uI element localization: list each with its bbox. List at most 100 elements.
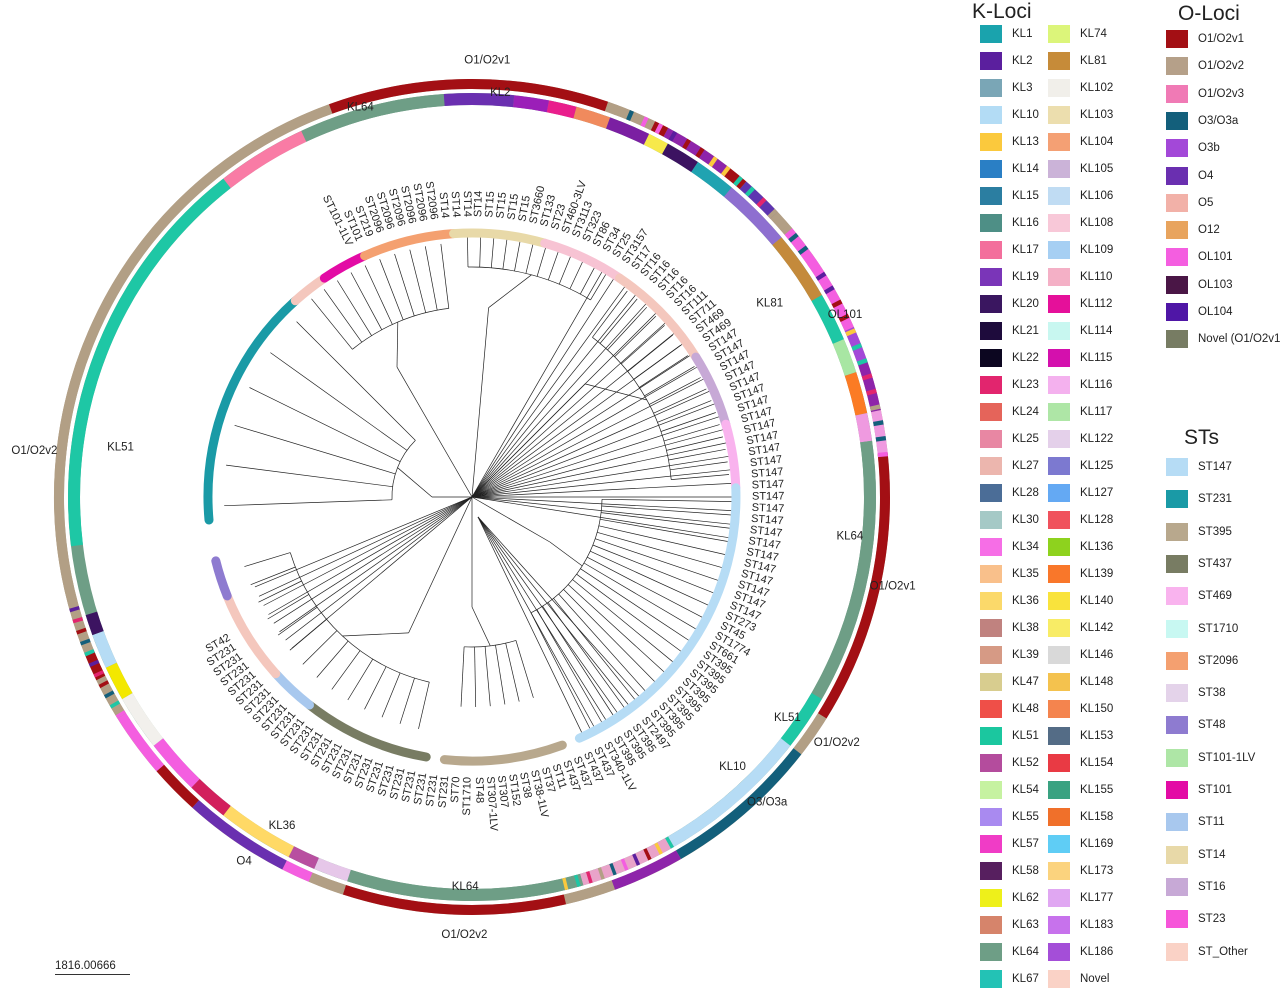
o-locus-ring-segment <box>328 79 609 114</box>
tree-leaf-branch <box>601 512 733 529</box>
tree-long-branch <box>471 333 675 498</box>
k-loci-legend-swatch <box>1048 268 1070 286</box>
k-loci-legend-item: KL74 <box>1048 24 1107 44</box>
k-loci-legend-swatch <box>1048 160 1070 178</box>
k-loci-legend-label: KL115 <box>1080 352 1113 364</box>
tree-arc <box>592 337 672 480</box>
k-loci-legend-label: KL55 <box>1012 811 1039 823</box>
st-tip-label: ST231 <box>424 774 440 808</box>
o-locus-stripe <box>823 285 835 295</box>
k-locus-stripe <box>609 862 617 876</box>
k-loci-legend-item: KL16 <box>980 213 1039 233</box>
tree-leaf-branch <box>607 306 648 351</box>
o-loci-legend-swatch <box>1166 111 1188 130</box>
tree-leaf-branch <box>666 436 723 451</box>
tree-leaf-branch <box>590 550 711 607</box>
tree-long-branch <box>254 496 473 588</box>
k-loci-legend-label: KL104 <box>1080 136 1114 148</box>
k-locus-ring-segment <box>811 440 876 699</box>
k-locus-stripe <box>620 858 629 871</box>
o-locus-stripe <box>869 404 881 411</box>
tip-clade-arc <box>574 483 741 743</box>
tree-leaf-branch <box>224 499 393 507</box>
o-loci-legend-swatch <box>1166 193 1188 212</box>
k-loci-legend-item: KL142 <box>1048 618 1113 638</box>
k-loci-legend-item: KL155 <box>1048 780 1113 800</box>
o-locus-stripe <box>838 313 850 323</box>
o-locus-ring-segment <box>770 211 793 235</box>
ring-label: KL64 <box>836 531 863 543</box>
tree-leaf-branch <box>409 249 427 313</box>
tree-branch <box>396 322 399 368</box>
k-loci-legend-swatch <box>1048 403 1070 421</box>
st-legend-swatch <box>1166 845 1188 864</box>
o-locus-stripe <box>720 165 731 177</box>
k-locus-ring-segment <box>546 100 577 119</box>
tree-leaf-branch <box>267 594 310 620</box>
tree-long-branch <box>471 286 626 498</box>
k-loci-legend-item: KL34 <box>980 537 1039 557</box>
tree-leaf-branch <box>671 474 730 480</box>
ring-label: KL10 <box>719 761 746 773</box>
k-loci-legend-swatch <box>980 295 1002 313</box>
k-loci-legend-item: Novel <box>1048 969 1109 989</box>
k-loci-legend-swatch <box>1048 835 1070 853</box>
tree-long-branch <box>279 496 473 633</box>
st-tip-label: ST307 <box>495 775 510 808</box>
tree-long-branch <box>273 496 473 624</box>
k-loci-legend-label: KL105 <box>1080 163 1114 175</box>
k-loci-legend-item: KL104 <box>1048 132 1113 152</box>
k-loci-legend-swatch <box>1048 52 1070 70</box>
k-loci-legend-swatch <box>1048 430 1070 448</box>
o-locus-stripe <box>72 617 84 624</box>
k-loci-legend-swatch <box>980 754 1002 772</box>
k-locus-ring-segment <box>85 611 104 636</box>
phylogenetic-tree: ST101-1LVST101ST219ST2096ST2096ST2096ST2… <box>11 54 915 941</box>
k-loci-legend-label: KL122 <box>1080 433 1114 445</box>
st-legend-swatch <box>1166 716 1188 735</box>
st-tip-label: ST147 <box>749 524 783 540</box>
tree-leaf-branch <box>668 448 726 461</box>
k-loci-legend-swatch <box>980 565 1002 583</box>
k-loci-legend-item: KL186 <box>1048 942 1113 962</box>
k-loci-legend-swatch <box>1048 322 1070 340</box>
k-locus-ring-segment <box>105 662 133 699</box>
k-locus-ring-segment <box>68 178 231 547</box>
tree-long-branch <box>285 496 473 641</box>
st-tip-label: ST15 <box>516 195 533 223</box>
k-locus-ring-segment <box>580 836 674 886</box>
k-loci-legend-swatch <box>1048 538 1070 556</box>
o-locus-ring-segment <box>156 764 199 808</box>
tree-leaf-branch <box>311 298 353 350</box>
k-loci-legend-label: KL140 <box>1080 595 1114 607</box>
st-tip-label: ST147 <box>751 466 784 481</box>
st-legend-label: ST437 <box>1198 557 1232 570</box>
o-locus-stripe <box>115 710 127 719</box>
o-loci-legend-item: Novel (O1/O2v1) <box>1166 329 1280 349</box>
tree-leaf-branch <box>347 658 374 701</box>
o-locus-stripe <box>640 116 649 128</box>
k-loci-legend-label: KL106 <box>1080 190 1114 202</box>
k-loci-legend-swatch <box>980 727 1002 745</box>
k-locus-ring-segment <box>153 738 200 788</box>
tree-leaf-branch <box>244 552 291 567</box>
o-locus-stripe <box>88 659 100 667</box>
st-legend-label: ST469 <box>1198 590 1232 603</box>
k-loci-legend-swatch <box>1048 862 1070 880</box>
k-loci-legend-label: KL186 <box>1080 946 1114 958</box>
st-legend-swatch <box>1166 587 1188 606</box>
k-locus-ring-segment <box>811 294 844 344</box>
tip-clade-arc <box>319 251 370 283</box>
k-loci-legend-swatch <box>980 403 1002 421</box>
st-legend-swatch <box>1166 748 1188 767</box>
k-loci-legend-label: KL57 <box>1012 838 1039 850</box>
k-loci-legend-item: KL27 <box>980 456 1039 476</box>
tree-leaf-branch <box>226 464 393 488</box>
o-locus-stripe <box>668 130 678 142</box>
k-loci-legend-swatch <box>1048 25 1070 43</box>
tree-long-branch <box>471 455 729 498</box>
k-loci-legend-label: KL102 <box>1080 82 1114 94</box>
k-loci-legend-swatch <box>1048 619 1070 637</box>
ring-label: O4 <box>236 856 252 868</box>
o-locus-stripe <box>767 208 778 219</box>
